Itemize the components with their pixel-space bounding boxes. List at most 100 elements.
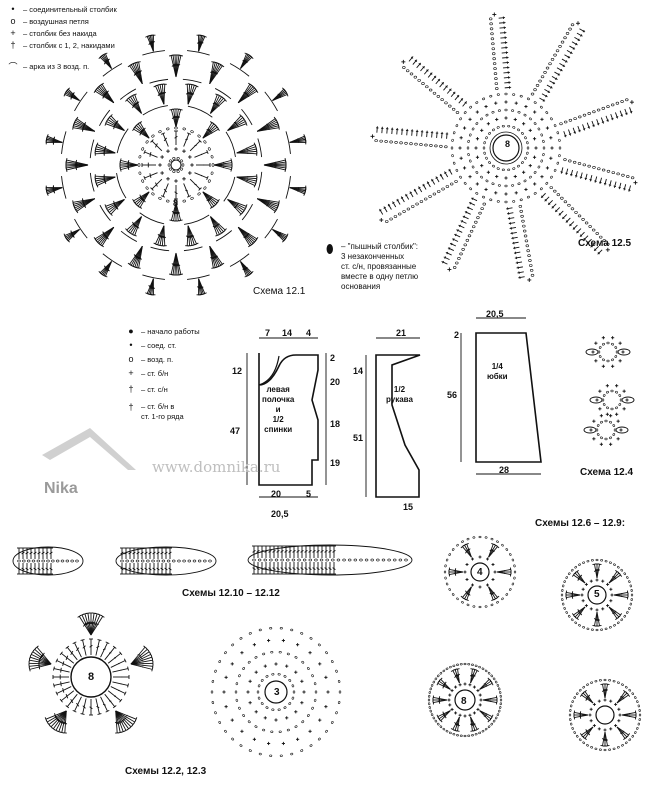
dc-top xyxy=(450,728,455,731)
chain-stitch xyxy=(448,665,452,669)
dc-top xyxy=(150,187,154,191)
chain-stitch xyxy=(409,72,414,76)
dc-cross xyxy=(29,551,33,555)
ray-stitch xyxy=(565,168,569,175)
chain-stitch xyxy=(563,580,566,583)
chain-stitch xyxy=(560,593,564,597)
dc-cross xyxy=(60,667,62,673)
dc-top xyxy=(284,167,287,172)
chain-stitch xyxy=(537,127,541,131)
chain-stitch xyxy=(517,111,521,114)
dc-cross xyxy=(117,662,120,665)
dc-top xyxy=(619,573,623,577)
chain-stitch xyxy=(190,196,194,200)
chain-stitch xyxy=(307,667,310,670)
chain-stitch xyxy=(235,682,239,686)
chain-stitch xyxy=(254,725,258,728)
chain-arc xyxy=(61,131,67,154)
dc-cross xyxy=(124,551,128,555)
chain-stitch xyxy=(455,111,460,114)
dim-sleeve-left-a: 14 xyxy=(353,366,364,376)
chain-stitch xyxy=(621,683,624,686)
dc-cross xyxy=(96,624,99,626)
dc-stitch xyxy=(616,726,626,739)
dim-front-right-c: 18 xyxy=(330,419,341,429)
chain-stitch xyxy=(628,607,631,610)
dc-cross xyxy=(164,567,168,571)
dc-top xyxy=(95,142,99,147)
dc-cross xyxy=(214,225,217,228)
dc-top xyxy=(112,645,117,649)
chain-stitch xyxy=(591,559,594,562)
chain-stitch xyxy=(636,727,639,730)
chain-stitch xyxy=(474,733,478,736)
ray-stitch xyxy=(502,66,510,69)
ray-cross xyxy=(405,194,408,197)
dc-stitch xyxy=(66,159,89,166)
chain-stitch xyxy=(563,607,566,610)
chain-arc xyxy=(99,204,111,222)
chain-stitch xyxy=(210,171,214,175)
chain-stitch xyxy=(526,97,530,101)
chain-stitch xyxy=(461,540,464,543)
chain-stitch xyxy=(168,159,172,163)
ray-cross xyxy=(452,91,456,95)
ray-stitch xyxy=(448,168,453,175)
chain-arc xyxy=(119,88,137,100)
chain-stitch xyxy=(302,558,307,562)
ray-cross xyxy=(471,197,474,200)
dc-top xyxy=(573,710,576,715)
chain-stitch xyxy=(573,731,576,734)
dc-top xyxy=(55,691,59,696)
ray-stitch xyxy=(426,130,428,138)
ray-stitch xyxy=(499,27,506,29)
dc-top xyxy=(432,695,435,700)
dc-cross xyxy=(260,567,264,570)
dc-stitch xyxy=(581,726,594,736)
ray-stitch xyxy=(565,217,571,223)
chain-arc xyxy=(223,176,236,202)
dc-cross xyxy=(297,190,299,192)
dc-top xyxy=(600,744,605,747)
chain-stitch xyxy=(445,729,449,733)
chain-stitch xyxy=(467,153,470,157)
legend-item: •– соед. ст. xyxy=(129,340,177,350)
chain-stitch xyxy=(483,151,486,155)
chain-stitch xyxy=(476,216,480,220)
dc-cross xyxy=(200,153,203,156)
dc-stitch xyxy=(236,176,256,186)
chain-stitch xyxy=(558,154,561,158)
chain-stitch xyxy=(485,113,489,117)
ray-cross xyxy=(396,199,399,202)
chain-stitch xyxy=(612,747,616,750)
dc-stitch xyxy=(175,55,182,78)
chain-stitch xyxy=(592,166,596,169)
dc-stitch xyxy=(45,710,67,720)
chain-stitch xyxy=(432,91,437,95)
dc-top xyxy=(253,183,257,188)
chain-stitch xyxy=(211,701,215,705)
dc-stitch xyxy=(437,710,451,718)
chain-stitch xyxy=(439,671,443,675)
dc-stitch xyxy=(237,226,251,247)
ray-cross xyxy=(450,242,453,246)
dc-stitch xyxy=(470,670,478,684)
chain-stitch xyxy=(501,597,504,601)
chain-stitch xyxy=(540,133,543,137)
dc-stitch xyxy=(479,710,490,722)
chain-stitch xyxy=(311,674,314,678)
dc-cross xyxy=(155,182,158,187)
dc-cross xyxy=(62,721,66,725)
chain-stitch xyxy=(325,651,328,655)
chain-arc xyxy=(187,50,210,56)
chain-stitch xyxy=(314,690,318,694)
dc-stitch xyxy=(95,639,100,656)
chain-stitch xyxy=(618,394,622,397)
ray-cross xyxy=(583,237,586,241)
dc-stitch xyxy=(594,611,598,626)
dc-cross xyxy=(469,674,474,677)
oval-outline xyxy=(12,546,84,576)
chain-stitch xyxy=(606,390,609,394)
chain-stitch xyxy=(338,690,342,694)
chain-stitch xyxy=(432,192,437,196)
